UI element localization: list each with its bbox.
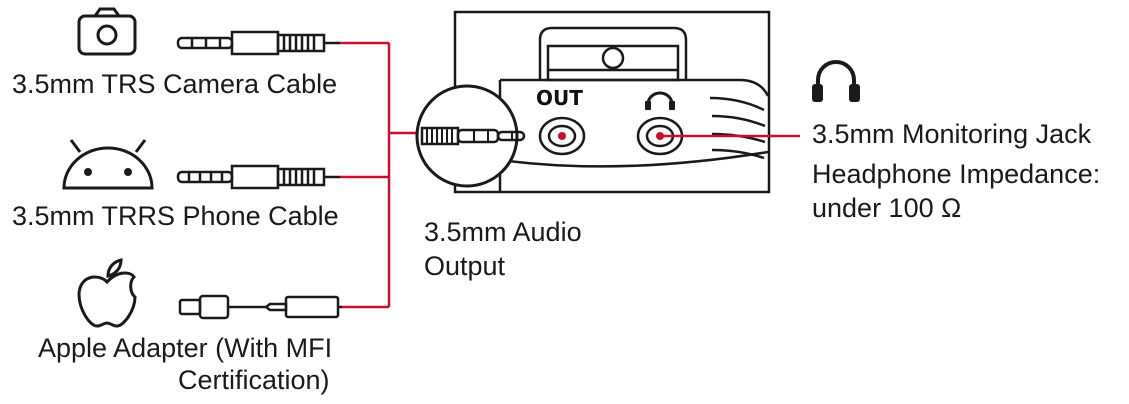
zoom-circle xyxy=(415,84,526,188)
android-icon xyxy=(62,139,154,190)
apple-adapter-label-line2: Certification) xyxy=(178,365,330,395)
audio-output-label-line1: 3.5mm Audio xyxy=(424,217,582,247)
connector-lines-left xyxy=(340,41,422,309)
impedance-label-line2: under 100 Ω xyxy=(812,193,962,223)
apple-icon xyxy=(77,258,137,328)
monitoring-jack-label: 3.5mm Monitoring Jack xyxy=(812,119,1092,149)
camera-icon xyxy=(77,7,137,56)
impedance-label-line1: Headphone Impedance: xyxy=(812,159,1101,189)
audio-output-label-line2: Output xyxy=(424,251,506,281)
phone-cable-label: 3.5mm TRRS Phone Cable xyxy=(12,201,339,231)
device-headphone-icon xyxy=(645,91,675,110)
out-jack xyxy=(538,116,586,156)
camera-cable-label: 3.5mm TRS Camera Cable xyxy=(12,69,338,99)
headphones-icon xyxy=(812,60,860,102)
device-out-label: OUT xyxy=(536,86,583,110)
phone-cable-plug xyxy=(176,164,340,190)
apple-adapter-label-line1: Apple Adapter (With MFI xyxy=(38,333,333,363)
camera-cable-plug xyxy=(176,30,340,56)
apple-adapter-cable xyxy=(178,294,342,320)
